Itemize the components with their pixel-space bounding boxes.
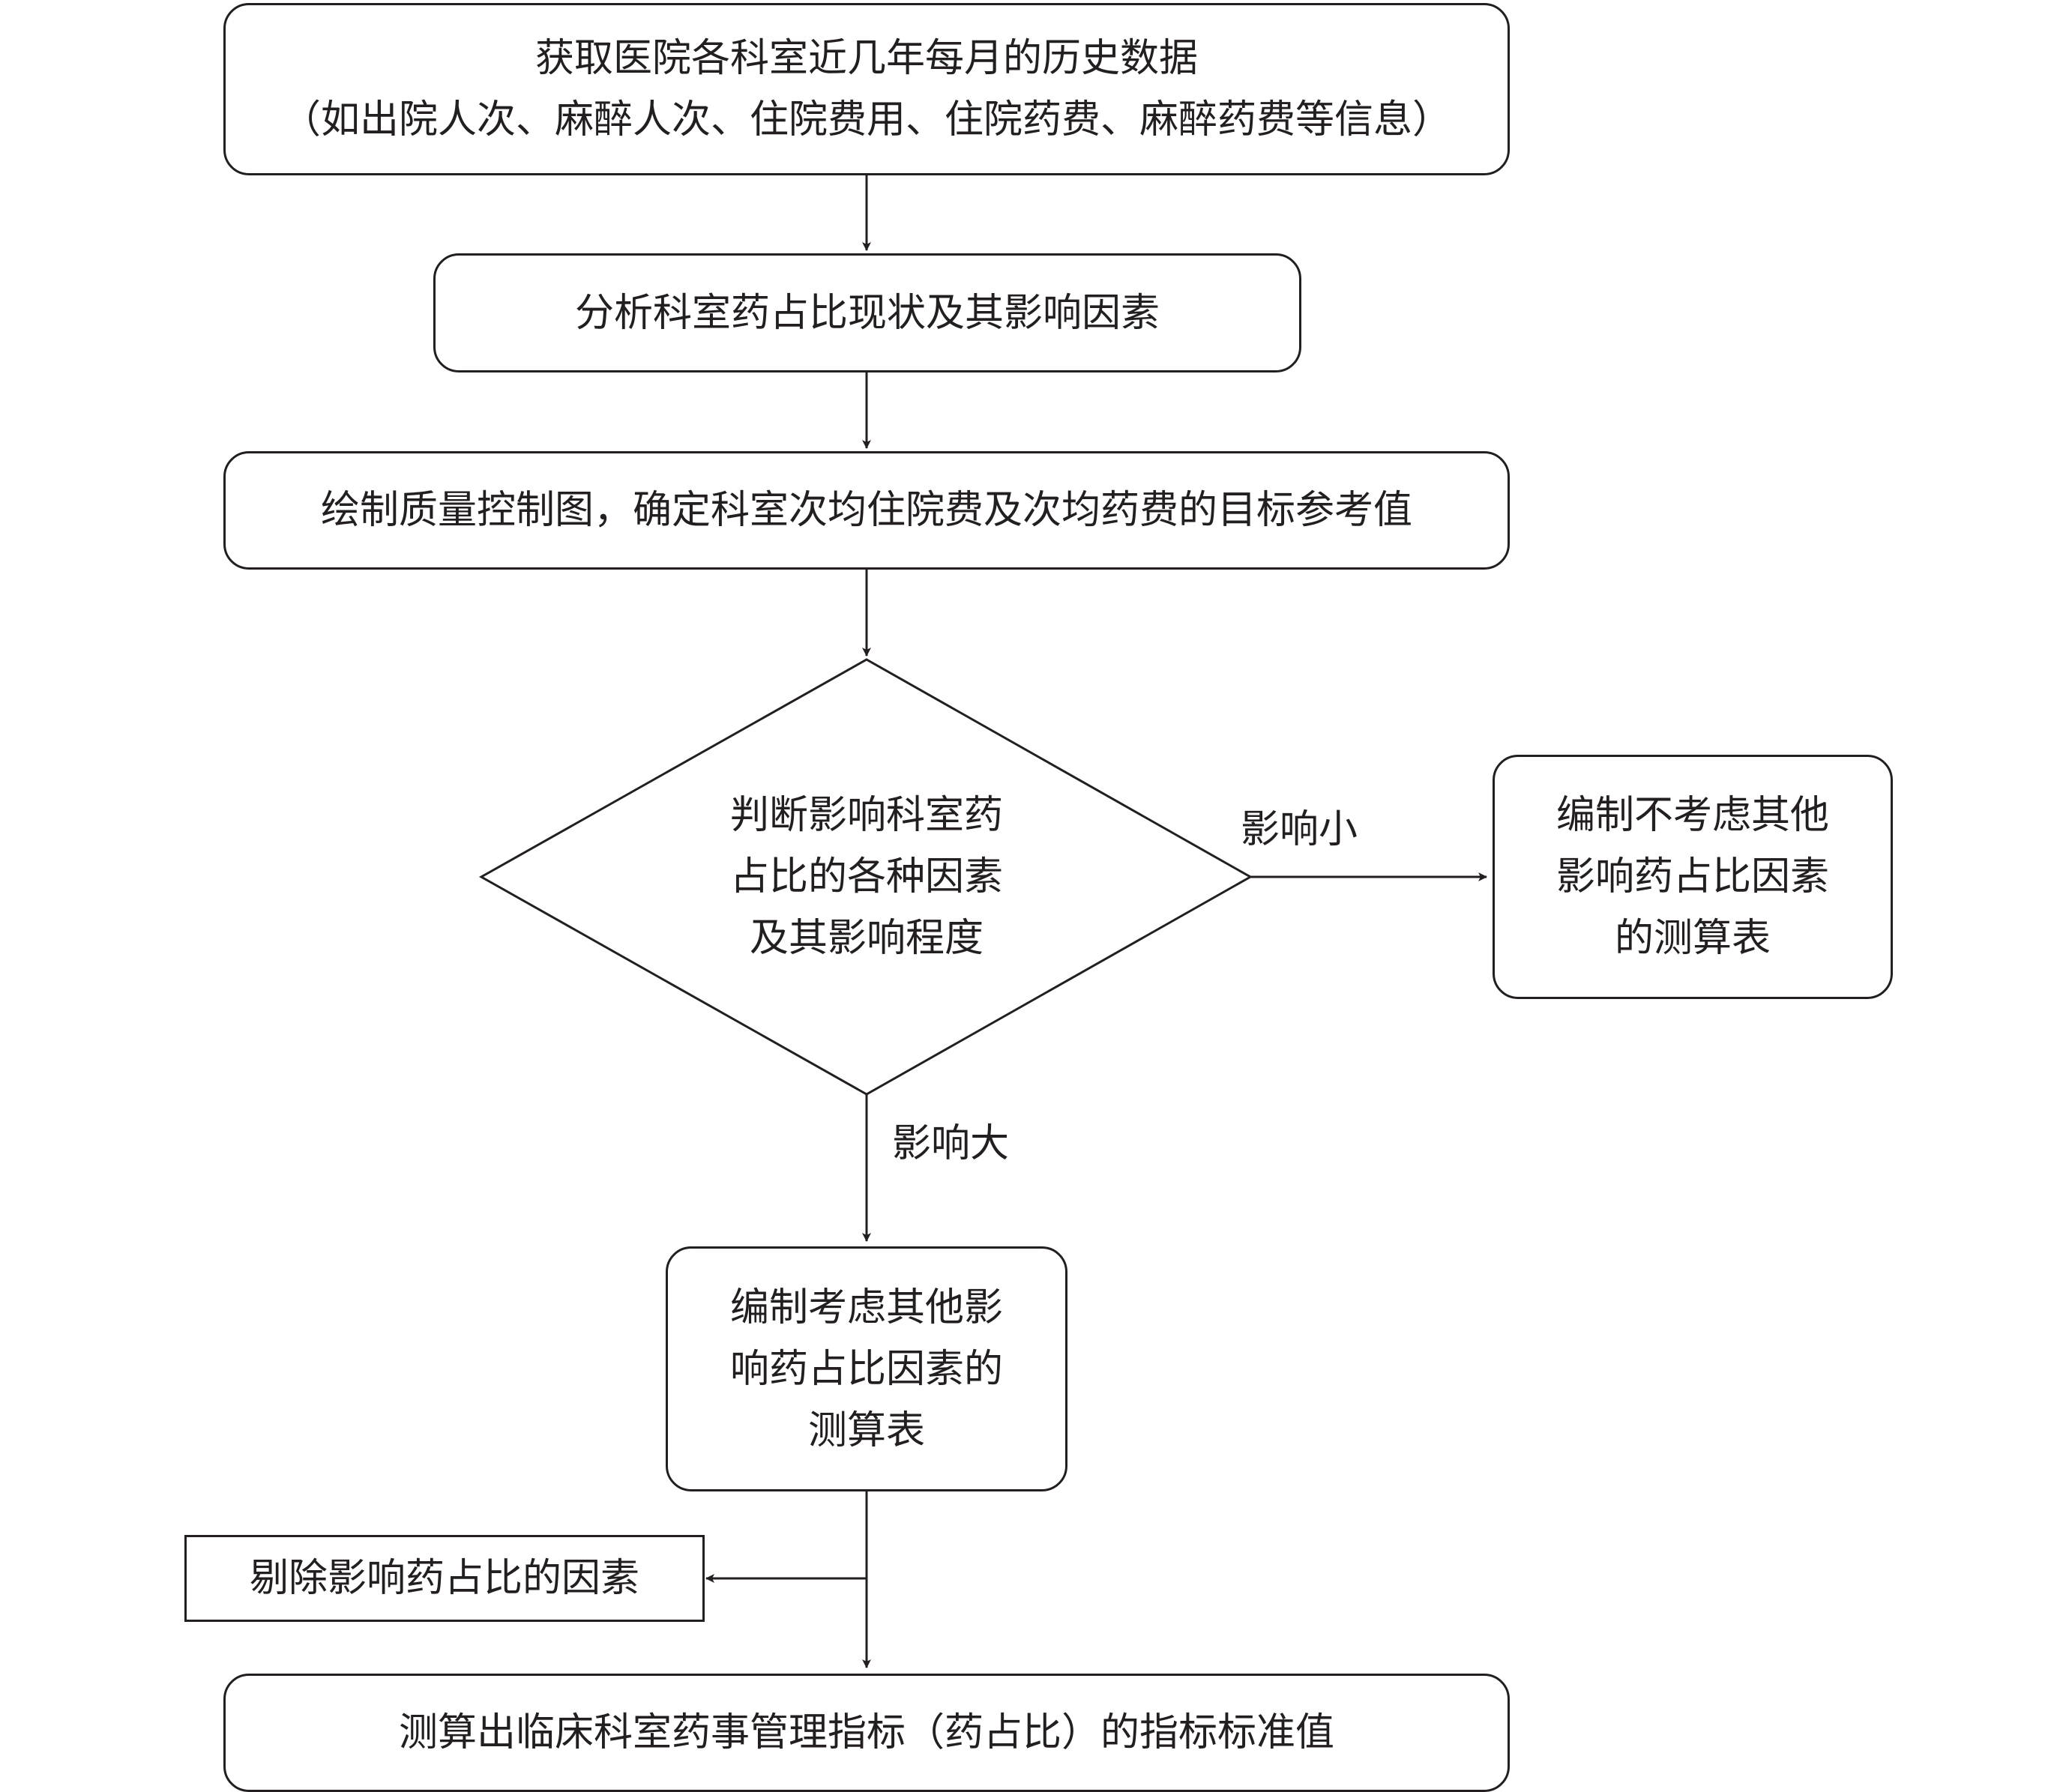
branch-small-line-1: 编制不考虑其他 bbox=[1555, 793, 1829, 838]
branch-large-box: 编制考虑其他影 响药占比因素的 测算表 bbox=[666, 1246, 1067, 1491]
branch-large-line-1: 编制考虑其他影 bbox=[729, 1285, 1003, 1330]
branch-small-line-2: 影响药占比因素 bbox=[1555, 854, 1829, 899]
step3-line-1: 绘制质量控制图，确定科室次均住院费及次均药费的目标参考值 bbox=[320, 488, 1412, 533]
decision-line-3: 及其影响程度 bbox=[749, 916, 984, 961]
branch-small-box: 编制不考虑其他 影响药占比因素 的测算表 bbox=[1493, 755, 1893, 999]
decision-text: 判断影响科室药 占比的各种因素 及其影响程度 bbox=[631, 779, 1102, 974]
remove-factors-box: 剔除影响药占比的因素 bbox=[184, 1535, 705, 1622]
branch-small-line-3: 的测算表 bbox=[1614, 916, 1771, 961]
remove-line-1: 剔除影响药占比的因素 bbox=[249, 1556, 639, 1601]
step2-line-1: 分析科室药占比现状及其影响因素 bbox=[574, 290, 1160, 336]
decision-line-1: 判断影响科室药 bbox=[729, 793, 1003, 838]
branch-large-line-2: 响药占比因素的 bbox=[729, 1346, 1003, 1392]
edge-label-small: 影响小 bbox=[1241, 807, 1358, 852]
step1-box: 获取医院各科室近几年每月的历史数据 （如出院人次、麻醉人次、住院费用、住院药费、… bbox=[223, 3, 1510, 175]
branch-large-line-3: 测算表 bbox=[807, 1408, 925, 1453]
final-box: 测算出临床科室药事管理指标（药占比）的指标标准值 bbox=[223, 1674, 1510, 1792]
edge-label-large: 影响大 bbox=[892, 1121, 1010, 1166]
step3-box: 绘制质量控制图，确定科室次均住院费及次均药费的目标参考值 bbox=[223, 451, 1510, 570]
step2-box: 分析科室药占比现状及其影响因素 bbox=[433, 253, 1301, 372]
step1-line-1: 获取医院各科室近几年每月的历史数据 bbox=[534, 36, 1198, 81]
final-line-1: 测算出临床科室药事管理指标（药占比）的指标标准值 bbox=[398, 1710, 1334, 1755]
decision-line-2: 占比的各种因素 bbox=[729, 854, 1003, 899]
step1-line-2: （如出院人次、麻醉人次、住院费用、住院药费、麻醉药费等信息） bbox=[281, 97, 1451, 142]
